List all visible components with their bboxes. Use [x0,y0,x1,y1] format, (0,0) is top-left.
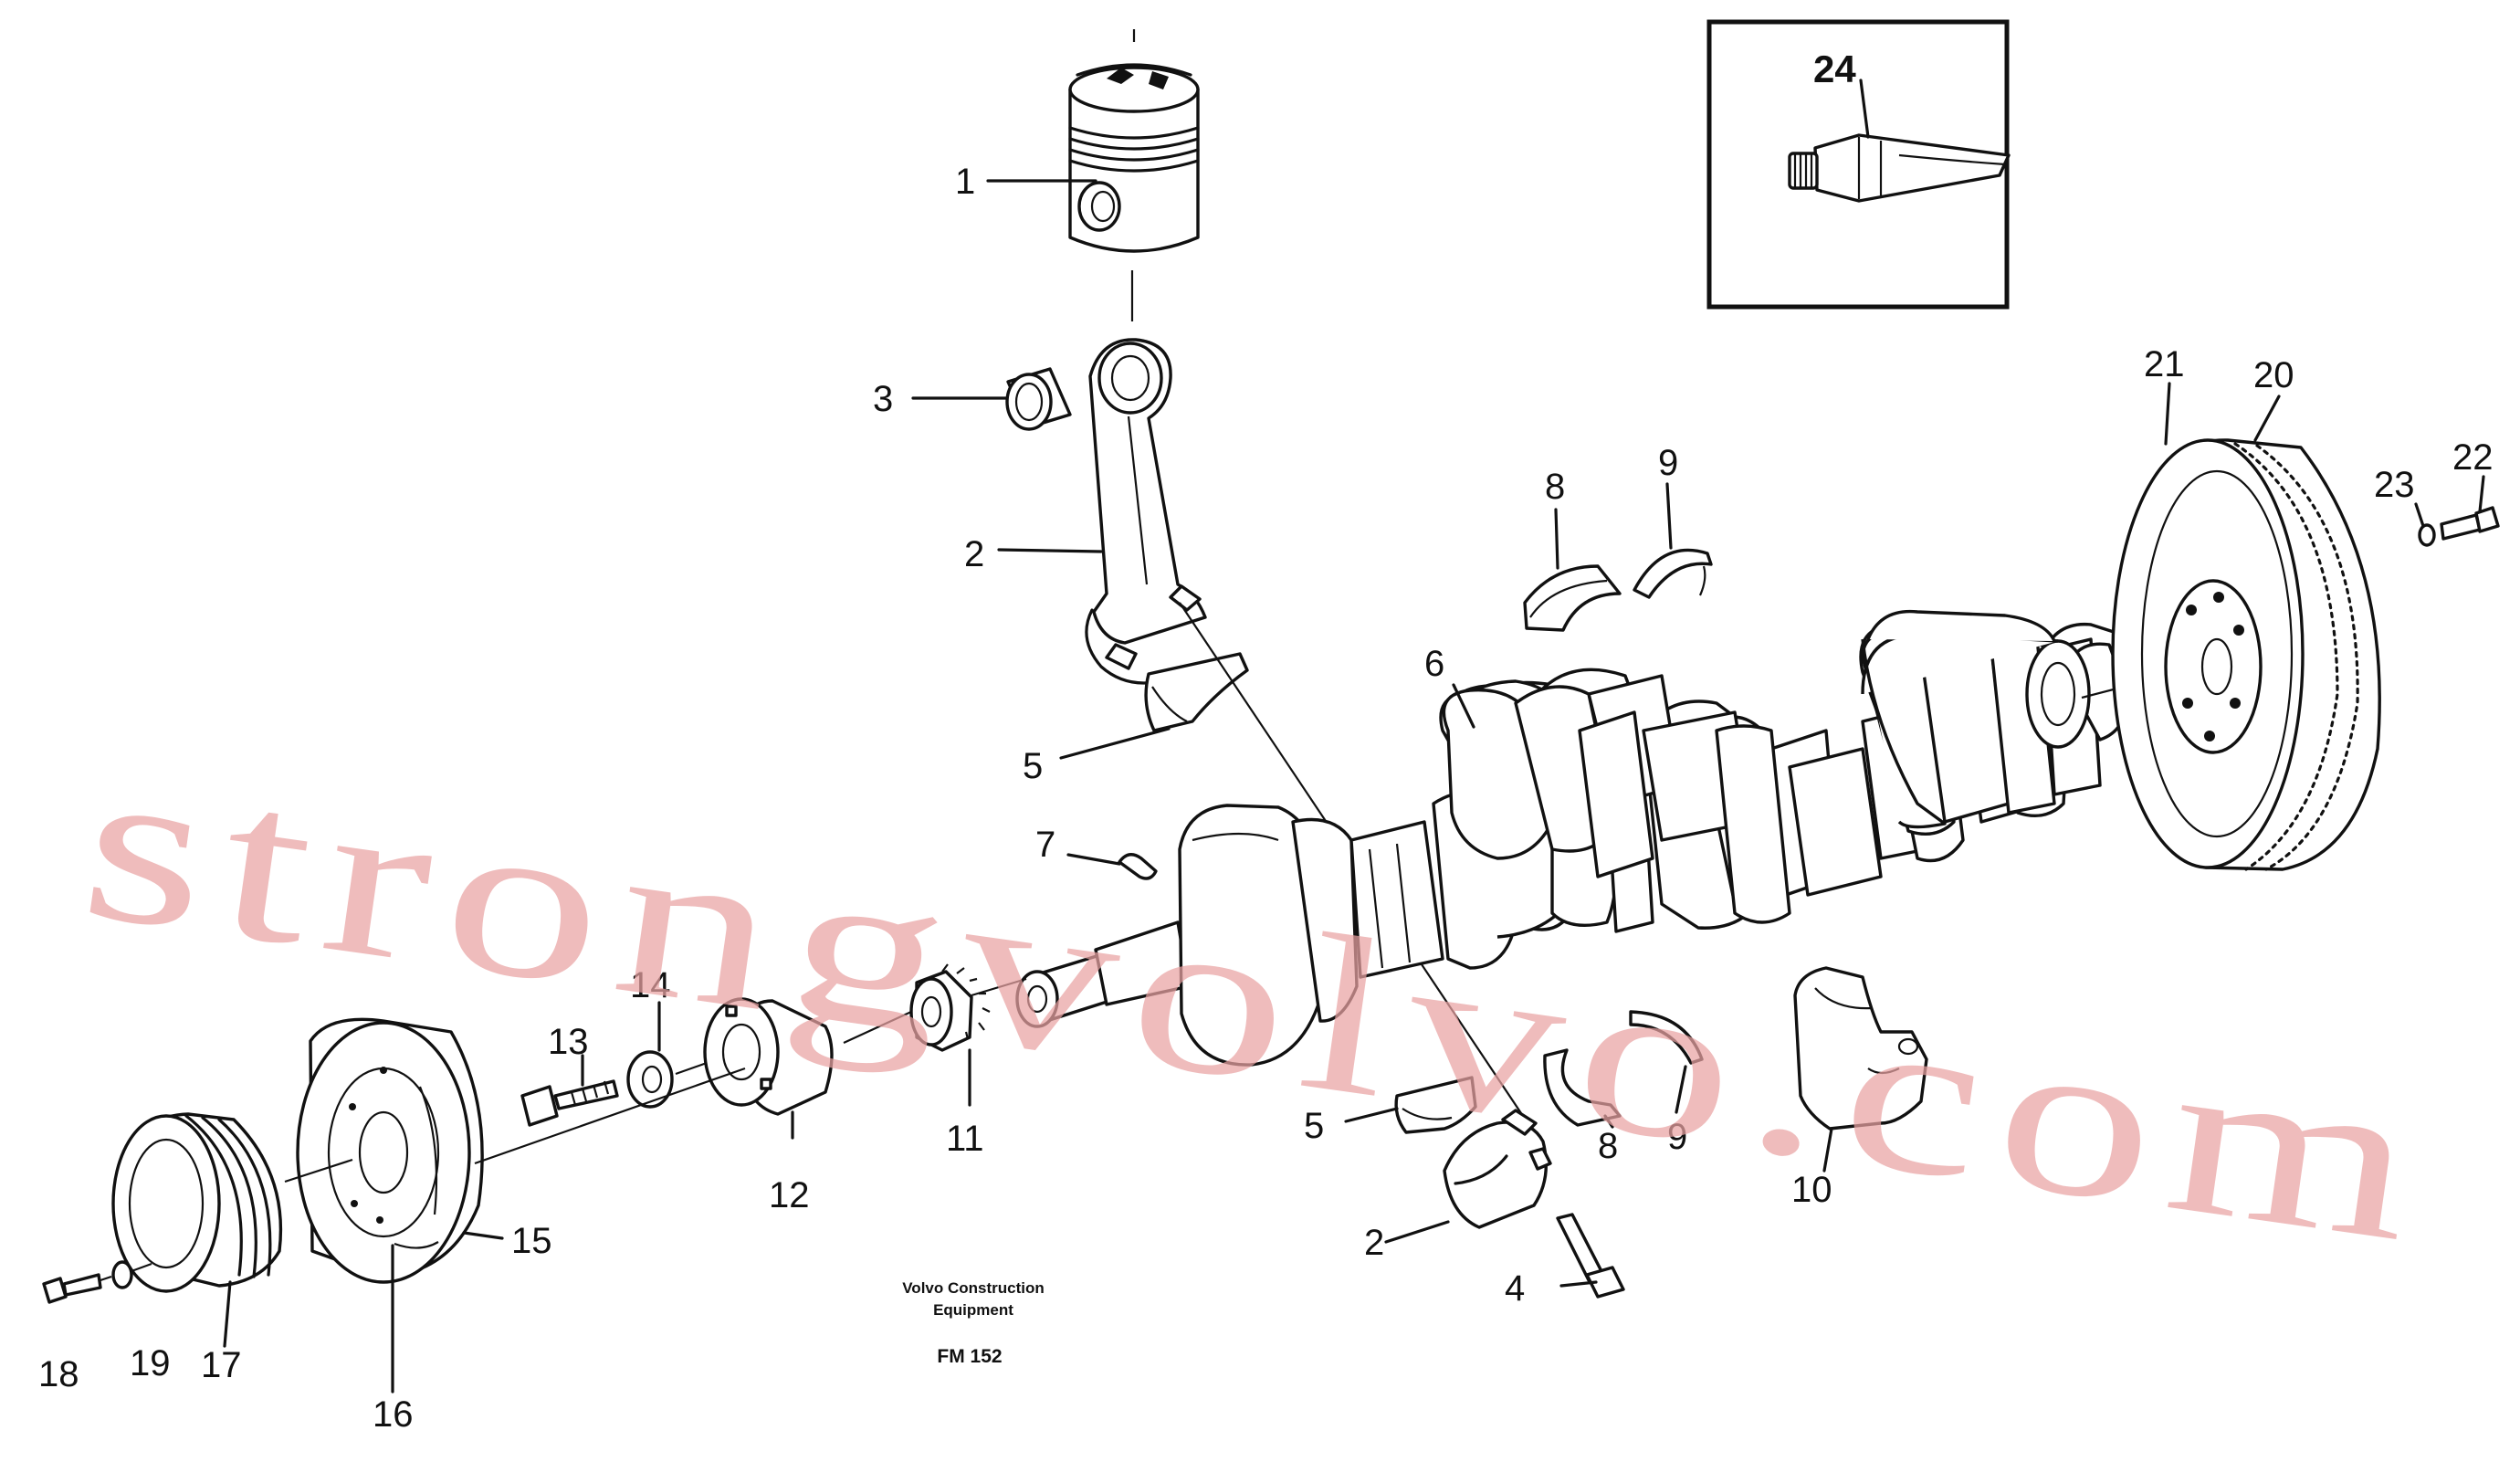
callout-22: 22 [2452,437,2494,478]
crank-hub [703,997,834,1116]
piston [1068,63,1200,253]
callout-20: 20 [2253,355,2294,395]
connecting-rod [1085,338,1207,685]
callout-9-lower: 9 [1667,1117,1687,1157]
callout-2-lower: 2 [1364,1223,1384,1263]
main-bearing-shell-lower [1543,1048,1622,1127]
woodruff-key [1118,853,1158,880]
main-bearing-cap [1793,966,1928,1131]
callout-5-lower: 5 [1304,1106,1324,1146]
pulley [111,1112,283,1293]
figure-code: FM 152 [937,1346,1002,1367]
callout-16: 16 [373,1394,414,1435]
callout-17: 17 [201,1345,242,1385]
vibration-damper [296,1017,484,1284]
leader-lines [223,179,2485,1394]
callout-19: 19 [130,1343,171,1383]
cap-bolt [1556,1213,1625,1299]
callout-12: 12 [769,1175,810,1215]
crankshaft [1015,609,2147,1067]
callout-5: 5 [1023,746,1043,786]
pulley-bolt [42,1273,102,1304]
caption: Volvo Construction Equipment FM 152 [902,1279,1045,1367]
callout-21: 21 [2144,344,2185,384]
callout-18: 18 [38,1354,79,1394]
callout-6: 6 [1424,644,1444,684]
callout-11: 11 [946,1119,984,1159]
callout-1: 1 [955,162,975,202]
flywheel [2111,438,2381,871]
thrust-washer-upper [1633,548,1713,599]
callout-8-lower: 8 [1598,1126,1618,1166]
callout-8: 8 [1545,467,1565,507]
grease-tube-icon [1788,133,2011,203]
callout-9: 9 [1658,443,1678,483]
flywheel-bolt [2418,506,2500,547]
callout-15: 15 [511,1221,552,1261]
inset-box [1706,19,2011,310]
pulley-washer [111,1260,133,1289]
callout-4: 4 [1505,1268,1525,1309]
callout-23: 23 [2374,465,2415,505]
callout-7: 7 [1035,825,1055,865]
thrust-washer-lower [1629,1010,1704,1065]
bolt [520,1079,619,1127]
callout-3: 3 [873,379,893,419]
callout-10: 10 [1791,1170,1832,1210]
connecting-rod-cap [1443,1109,1552,1229]
callout-14: 14 [630,965,671,1005]
caption-line-1: Volvo Construction [902,1279,1045,1297]
callout-numbers: 1 2 2 3 4 5 5 6 7 8 8 9 9 10 11 12 13 14… [38,47,2494,1435]
washer [626,1050,674,1109]
callout-24: 24 [1813,47,1856,90]
caption-line-2: Equipment [933,1301,1013,1319]
bushing [1005,367,1072,431]
main-bearing-shell-upper [1523,564,1622,632]
bearing-shell-upper [1144,652,1249,732]
callout-13: 13 [548,1022,589,1062]
callout-2: 2 [964,534,984,574]
